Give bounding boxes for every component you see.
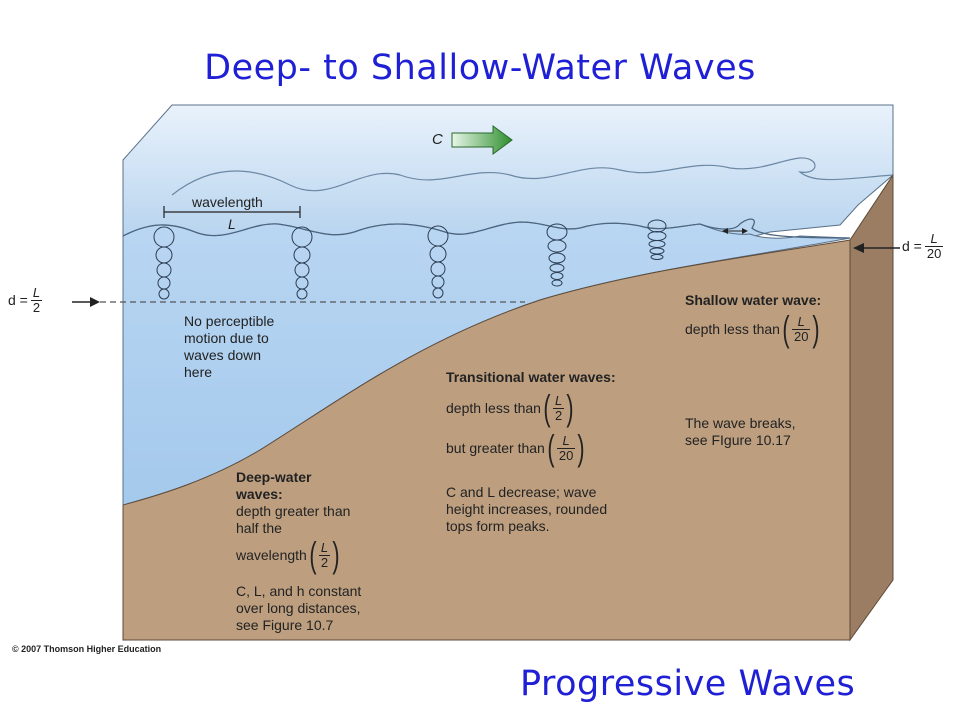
left-depth-arrow xyxy=(72,297,100,307)
copyright-notice: © 2007 Thomson Higher Education xyxy=(12,644,162,654)
shallow-fraction: L 20 xyxy=(791,313,811,344)
seabed-front-face xyxy=(122,239,851,641)
celerity-label: C xyxy=(432,131,443,148)
transitional-text: Transitional water waves: depth less tha… xyxy=(446,369,616,534)
shallow-oscillation-arrow xyxy=(722,228,748,234)
deep-fraction-row: wavelength ( L 2 ) xyxy=(236,534,340,575)
slide-subtitle: Progressive Waves xyxy=(520,664,856,704)
left-depth-label: d = L 2 xyxy=(8,285,43,315)
wavelength-word: wavelength xyxy=(192,194,263,210)
shallow-text: Shallow water wave: depth less than ( L … xyxy=(685,292,822,448)
orbits-deep-2 xyxy=(291,226,313,300)
celerity-arrow xyxy=(451,125,513,155)
right-depth-lhs: d = xyxy=(902,238,922,254)
right-depth-fraction: L 20 xyxy=(924,231,944,261)
front-surface-wave xyxy=(122,218,851,239)
deep-fraction: L 2 xyxy=(318,539,331,570)
orbits-shallow xyxy=(647,219,667,260)
deep-water-text: Deep-water waves: depth greater than hal… xyxy=(236,469,362,633)
deep-heading-1: Deep-water xyxy=(236,469,312,485)
orbits-transitional xyxy=(546,223,568,287)
left-depth-lhs: d = xyxy=(8,292,28,308)
slide-title: Deep- to Shallow-Water Waves xyxy=(204,48,756,88)
transitional-heading: Transitional water waves: xyxy=(446,369,616,385)
right-depth-label: d = L 20 xyxy=(902,231,944,261)
orbits-deep-1 xyxy=(153,226,175,300)
deep-heading-2: waves: xyxy=(236,486,283,502)
seabed-side-face xyxy=(849,173,894,642)
transitional-fraction-2: L 20 xyxy=(556,432,576,463)
back-wave-crests xyxy=(171,157,894,196)
left-depth-fraction: L 2 xyxy=(30,285,43,315)
right-depth-arrow xyxy=(853,243,900,253)
orbits-deep-3 xyxy=(427,225,449,299)
wavelength-bracket xyxy=(163,206,301,218)
transitional-fraction-1: L 2 xyxy=(552,392,565,423)
shallow-heading: Shallow water wave: xyxy=(685,292,822,308)
wavelength-symbol: L xyxy=(228,216,236,232)
no-motion-note: No perceptible motion due to waves down … xyxy=(184,313,275,380)
